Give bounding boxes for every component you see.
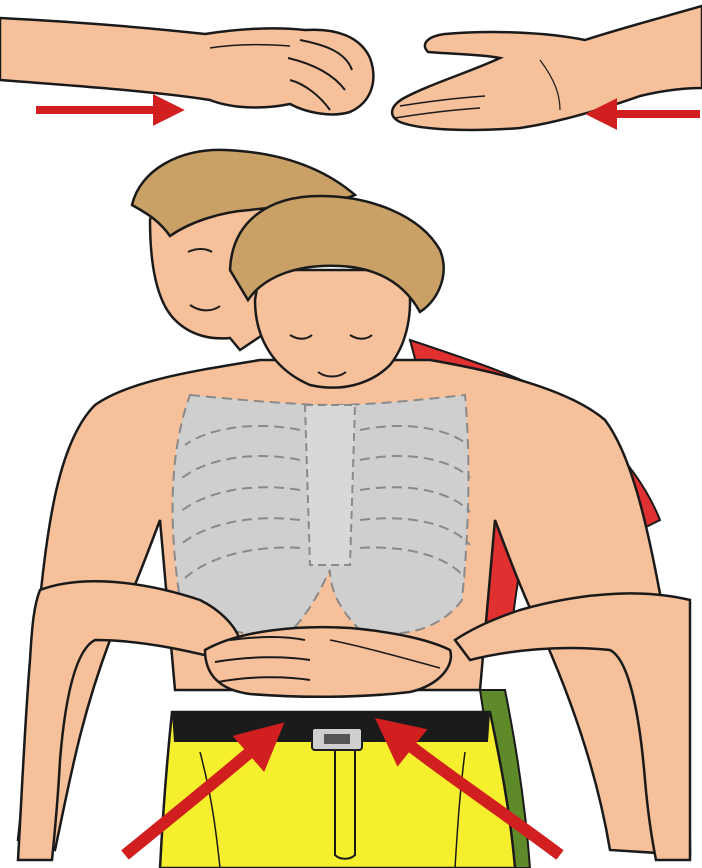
clasped-hands-icon <box>205 627 451 697</box>
fist-hand-icon <box>0 18 373 114</box>
